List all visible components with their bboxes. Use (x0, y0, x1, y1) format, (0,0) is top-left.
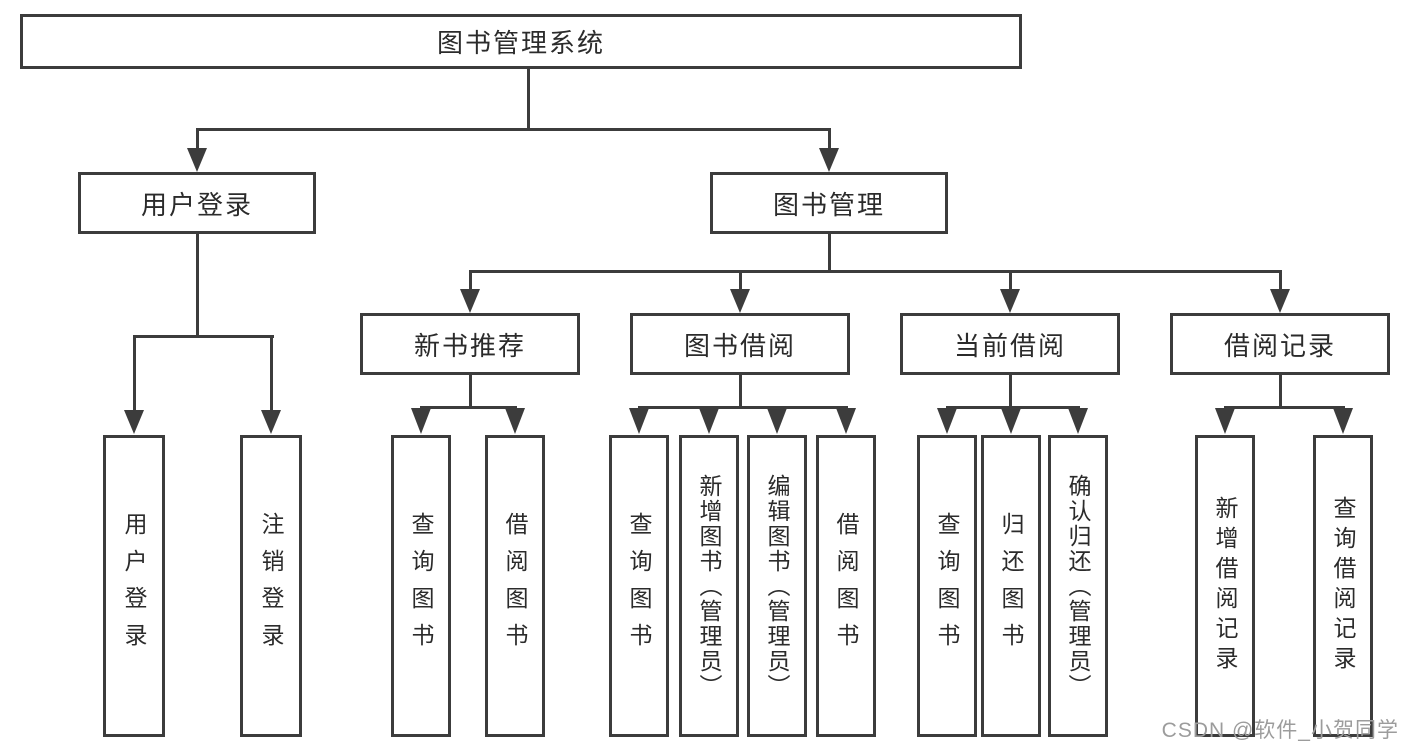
connector-level1-bar (196, 128, 831, 131)
leaf-add-book-admin: 新增图书（管理员） (679, 435, 739, 737)
arrowhead (1333, 408, 1353, 434)
leaf-borrow-books: 借阅图书 (816, 435, 876, 737)
arrowhead (1001, 408, 1021, 434)
connector-borrow-records-bar (1224, 406, 1345, 409)
connector-drop-borrow-records (1279, 270, 1282, 291)
arrowhead (505, 408, 525, 434)
leaf-user-login: 用户登录 (103, 435, 165, 737)
arrowhead (1270, 289, 1290, 313)
arrowhead (819, 148, 839, 172)
leaf-edit-book-admin: 编辑图书（管理员） (747, 435, 807, 737)
arrowhead (124, 410, 144, 434)
arrowhead (836, 408, 856, 434)
connector-drop-book-management (828, 128, 831, 150)
connector-current-borrow-bar (946, 406, 1080, 409)
connector-borrow-records-stub (1279, 375, 1282, 408)
node-book-borrow: 图书借阅 (630, 313, 850, 375)
connector-current-borrow-stub (1009, 375, 1012, 408)
arrowhead (411, 408, 431, 434)
arrowhead (1000, 289, 1020, 313)
connector-book-management-stub (828, 234, 831, 272)
leaf-borrow-books-recommend: 借阅图书 (485, 435, 545, 737)
leaf-add-borrow-record: 新增借阅记录 (1195, 435, 1255, 737)
connector-drop-leaf-logout (270, 335, 273, 410)
arrowhead (261, 410, 281, 434)
connector-book-borrow-stub (739, 375, 742, 408)
connector-drop-current-borrow (1009, 270, 1012, 291)
connector-level2-bar (469, 270, 1282, 273)
node-new-book-recommend: 新书推荐 (360, 313, 580, 375)
arrowhead (937, 408, 957, 434)
connector-root-stub (527, 69, 530, 129)
connector-user-login-bar (133, 335, 274, 338)
node-library-management-system: 图书管理系统 (20, 14, 1022, 69)
node-user-login: 用户登录 (78, 172, 316, 234)
connector-book-borrow-bar (638, 406, 848, 409)
node-borrow-records: 借阅记录 (1170, 313, 1390, 375)
connector-drop-user-login (196, 128, 199, 150)
leaf-query-books-borrow: 查询图书 (609, 435, 669, 737)
connector-drop-book-borrow (739, 270, 742, 291)
arrowhead (629, 408, 649, 434)
arrowhead (699, 408, 719, 434)
node-book-management: 图书管理 (710, 172, 948, 234)
arrowhead (460, 289, 480, 313)
leaf-return-books: 归还图书 (981, 435, 1041, 737)
connector-user-login-stub (196, 234, 199, 336)
leaf-logout: 注销登录 (240, 435, 302, 737)
connector-new-book-bar (420, 406, 517, 409)
csdn-watermark: CSDN @软件_小贺同学 (1161, 719, 1399, 742)
arrowhead (730, 289, 750, 313)
node-current-borrow: 当前借阅 (900, 313, 1120, 375)
leaf-confirm-return-admin: 确认归还（管理员） (1048, 435, 1108, 737)
leaf-query-books-current: 查询图书 (917, 435, 977, 737)
leaf-query-books-recommend: 查询图书 (391, 435, 451, 737)
leaf-query-borrow-record: 查询借阅记录 (1313, 435, 1373, 737)
connector-new-book-stub (469, 375, 472, 408)
arrowhead (767, 408, 787, 434)
connector-drop-new-book (469, 270, 472, 291)
arrowhead (1215, 408, 1235, 434)
arrowhead (1068, 408, 1088, 434)
arrowhead (187, 148, 207, 172)
connector-drop-leaf-user-login (133, 335, 136, 410)
